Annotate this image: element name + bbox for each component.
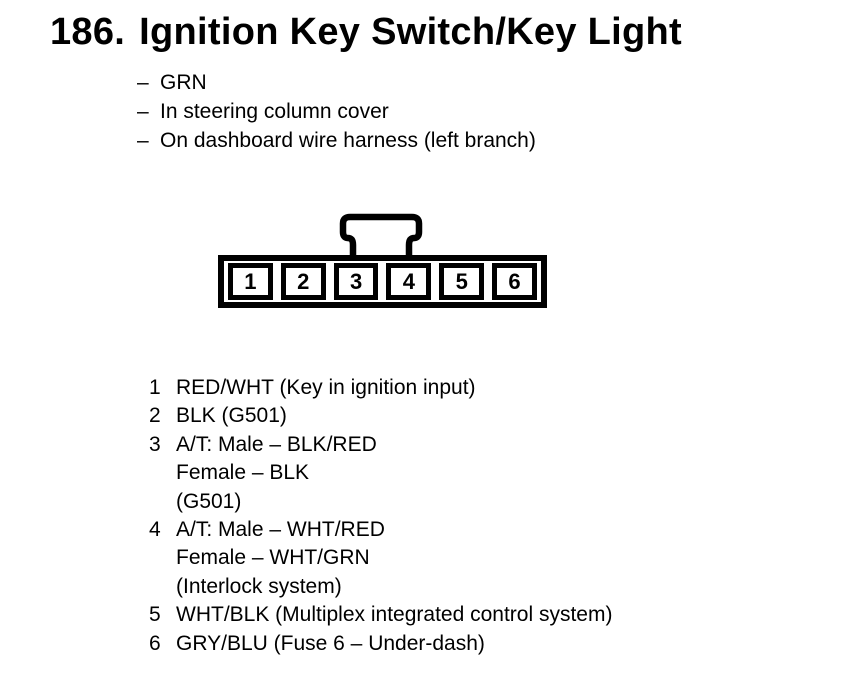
connector-body: 1 2 3 4 5 6 bbox=[218, 255, 547, 308]
legend-row: 2 BLK (G501) bbox=[149, 402, 612, 430]
legend-line: GRY/BLU (Fuse 6 – Under-dash) bbox=[176, 631, 485, 655]
note-text: On dashboard wire harness (left branch) bbox=[160, 129, 536, 152]
legend-line: Female – BLK bbox=[176, 461, 310, 485]
pin-number: 3 bbox=[349, 268, 363, 294]
connector-pin-cell: 1 bbox=[228, 263, 273, 300]
section-number: 186. bbox=[50, 11, 126, 53]
legend-line: A/T: Male – BLK/RED bbox=[176, 432, 377, 456]
legend-line: RED/WHT (Key in ignition input) bbox=[176, 376, 476, 399]
pin-number: 4 bbox=[402, 268, 416, 294]
connector-pin-cell: 4 bbox=[386, 263, 432, 300]
legend-line: Female – WHT/GRN bbox=[176, 546, 370, 570]
legend-line: BLK (G501) bbox=[176, 404, 287, 428]
legend-pin-number: 1 bbox=[149, 376, 161, 399]
note-text: In steering column cover bbox=[160, 100, 389, 123]
legend-lines: WHT/BLK (Multiplex integrated control sy… bbox=[176, 601, 612, 629]
pin-number: 6 bbox=[508, 268, 521, 294]
note-line: – On dashboard wire harness (left branch… bbox=[137, 126, 536, 155]
page-title: Ignition Key Switch/Key Light bbox=[139, 11, 683, 53]
legend-row: 1 RED/WHT (Key in ignition input) bbox=[149, 374, 612, 402]
connector-latch-tab-icon bbox=[339, 213, 423, 258]
legend-pin-number: 2 bbox=[149, 404, 161, 428]
note-line: – GRN bbox=[137, 68, 536, 97]
dash-bullet: – bbox=[137, 129, 149, 152]
pin-number: 1 bbox=[244, 268, 257, 294]
connector-notes: – GRN – In steering column cover – On da… bbox=[137, 68, 536, 155]
legend-line: (G501) bbox=[176, 489, 242, 513]
legend-line: A/T: Male – WHT/RED bbox=[176, 518, 385, 542]
legend-row: 6 GRY/BLU (Fuse 6 – Under-dash) bbox=[149, 630, 612, 658]
note-line: – In steering column cover bbox=[137, 97, 536, 126]
dash-bullet: – bbox=[137, 71, 149, 94]
pin-number: 2 bbox=[297, 268, 310, 294]
legend-pin-number: 4 bbox=[149, 518, 161, 542]
pin-legend: 1 RED/WHT (Key in ignition input) 2 BLK … bbox=[149, 374, 612, 658]
connector-pin-cell: 2 bbox=[280, 263, 326, 300]
legend-pin-number: 6 bbox=[149, 631, 161, 655]
section-header: 186. Ignition Key Switch/Key Light bbox=[50, 11, 683, 54]
legend-pin-number: 3 bbox=[149, 432, 161, 456]
legend-lines: RED/WHT (Key in ignition input) bbox=[176, 374, 476, 402]
legend-lines: A/T: Male – WHT/RED Female – WHT/GRN (In… bbox=[176, 516, 385, 601]
legend-lines: BLK (G501) bbox=[176, 402, 287, 430]
legend-lines: GRY/BLU (Fuse 6 – Under-dash) bbox=[176, 630, 485, 658]
dash-bullet: – bbox=[137, 100, 149, 123]
legend-line: WHT/BLK (Multiplex integrated control sy… bbox=[176, 603, 613, 627]
legend-line: (Interlock system) bbox=[176, 574, 342, 598]
legend-lines: A/T: Male – BLK/RED Female – BLK (G501) bbox=[176, 431, 377, 516]
connector-pin-cell: 5 bbox=[439, 263, 485, 300]
legend-row: 4 A/T: Male – WHT/RED Female – WHT/GRN (… bbox=[149, 516, 612, 601]
legend-row: 5 WHT/BLK (Multiplex integrated control … bbox=[149, 601, 612, 629]
legend-row: 3 A/T: Male – BLK/RED Female – BLK (G501… bbox=[149, 431, 612, 516]
legend-pin-number: 5 bbox=[149, 603, 161, 627]
pin-number: 5 bbox=[455, 268, 468, 294]
note-text: GRN bbox=[160, 71, 207, 94]
connector-pin-cell: 6 bbox=[492, 263, 537, 300]
connector-pin-cell: 3 bbox=[333, 263, 379, 300]
